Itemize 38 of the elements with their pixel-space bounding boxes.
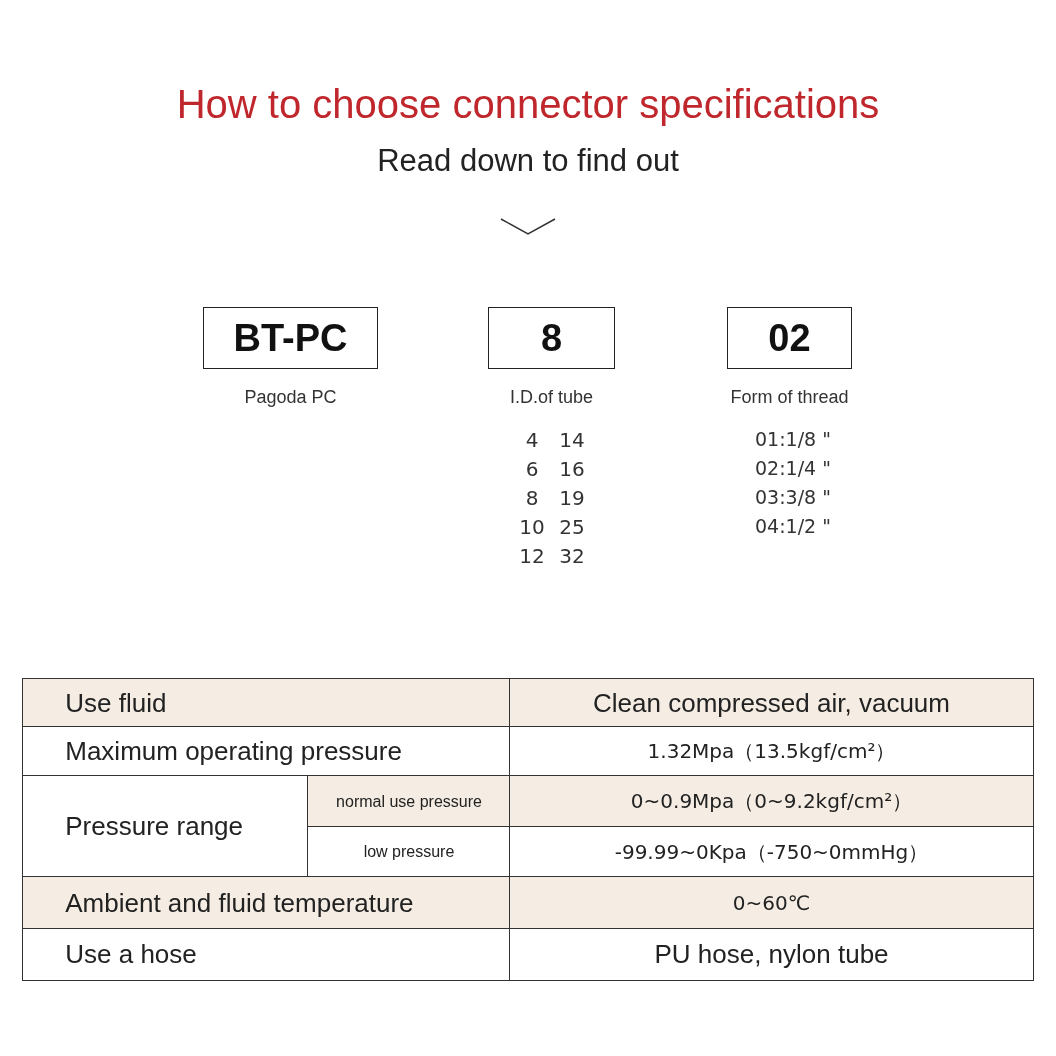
table-cell: 0~0.9Mpa（0~9.2kgf/cm²） xyxy=(509,775,1034,828)
thread-size: 04:1/2 " xyxy=(754,515,832,537)
table-cell: 1.32Mpa（13.5kgf/cm²） xyxy=(509,726,1034,777)
size-value: 14 xyxy=(558,428,586,452)
table-cell: PU hose, nylon tube xyxy=(509,928,1034,981)
code-text: 02 xyxy=(768,316,811,360)
code-box xyxy=(727,307,852,369)
size-value: 12 xyxy=(518,544,546,568)
size-value: 8 xyxy=(524,486,540,510)
code-box xyxy=(203,307,378,369)
node-label: I.D.of tube xyxy=(508,387,595,408)
code-text: BT-PC xyxy=(233,316,348,360)
thread-size: 02:1/4 " xyxy=(754,457,832,479)
size-value: 4 xyxy=(524,428,540,452)
size-value: 10 xyxy=(518,515,546,539)
size-value: 19 xyxy=(558,486,586,510)
table-cell: Pressure range xyxy=(22,775,309,878)
size-value: 32 xyxy=(558,544,586,568)
table-cell: Use a hose xyxy=(22,928,511,981)
subtitle: Read down to find out xyxy=(376,143,680,179)
table-cell: normal use pressure xyxy=(307,775,511,828)
size-value: 6 xyxy=(524,457,540,481)
code-text: 8 xyxy=(540,316,563,360)
thread-size: 03:3/8 " xyxy=(754,486,832,508)
thread-size: 01:1/8 " xyxy=(754,428,832,450)
node-label: Form of thread xyxy=(729,387,850,408)
table-cell: Clean compressed air, vacuum xyxy=(509,678,1034,728)
size-value: 16 xyxy=(558,457,586,481)
table-cell: Ambient and fluid temperature xyxy=(22,876,511,930)
code-box xyxy=(488,307,615,369)
node-label: Pagoda PC xyxy=(243,387,338,408)
table-cell: -99.99~0Kpa（-750~0mmHg） xyxy=(509,826,1034,878)
size-value: 25 xyxy=(558,515,586,539)
table-cell: Maximum operating pressure xyxy=(22,726,511,777)
table-cell: 0~60℃ xyxy=(509,876,1034,930)
table-cell: low pressure xyxy=(307,826,511,878)
title: How to choose connector specifications xyxy=(175,82,881,127)
table-cell: Use fluid xyxy=(22,678,511,728)
